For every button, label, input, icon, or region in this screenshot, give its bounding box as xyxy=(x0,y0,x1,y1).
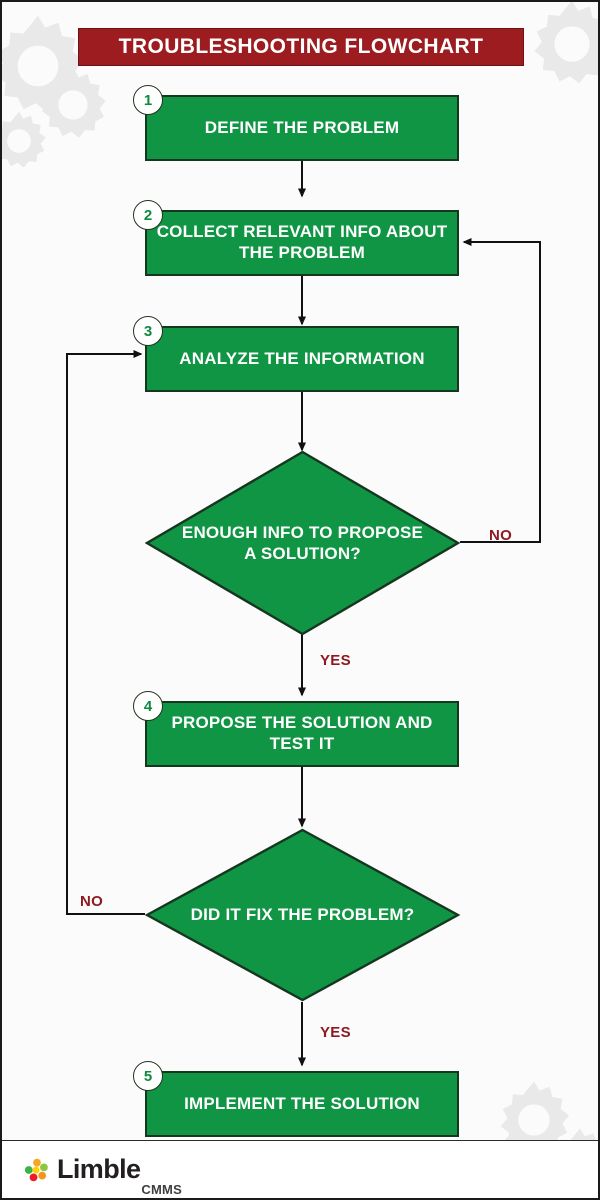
decision-enough-info-shape xyxy=(145,450,460,636)
step-badge-1: 1 xyxy=(133,85,163,115)
edge-decision1-no-to-collect xyxy=(460,238,541,543)
page-title-text: TROUBLESHOOTING FLOWCHART xyxy=(118,35,484,58)
process-box-collect-info-label: COLLECT RELEVANT INFO ABOUT THE PROBLEM xyxy=(156,222,448,262)
decision-enough-info-label: ENOUGH INFO TO PROPOSE A SOLUTION? xyxy=(181,522,424,563)
footer-brand-name: Limble xyxy=(57,1154,141,1184)
step-badge-5-number: 5 xyxy=(143,1067,153,1085)
decision-did-it-fix-shape xyxy=(145,828,460,1002)
step-badge-3-number: 3 xyxy=(143,322,153,340)
process-box-analyze-info-label: ANALYZE THE INFORMATION xyxy=(179,348,425,368)
branch-label-no-left: NO xyxy=(80,893,104,910)
step-badge-4: 4 xyxy=(133,691,163,721)
step-badge-2: 2 xyxy=(133,200,163,230)
process-box-define-problem[interactable]: DEFINE THE PROBLEM xyxy=(145,95,459,161)
process-box-propose-test[interactable]: PROPOSE THE SOLUTION AND TEST IT xyxy=(145,701,459,767)
edge-decision2-no-to-analyze xyxy=(66,350,145,915)
branch-label-no-right: NO xyxy=(489,527,513,544)
step-badge-1-number: 1 xyxy=(143,91,153,109)
decision-did-it-fix-label: DID IT FIX THE PROBLEM? xyxy=(190,905,415,925)
process-box-collect-info[interactable]: COLLECT RELEVANT INFO ABOUT THE PROBLEM xyxy=(145,210,459,276)
step-badge-4-number: 4 xyxy=(143,697,153,715)
process-box-implement-solution[interactable]: IMPLEMENT THE SOLUTION xyxy=(145,1071,459,1137)
footer-bar: Limble CMMS xyxy=(2,1140,598,1198)
decision-did-it-fix[interactable]: DID IT FIX THE PROBLEM? xyxy=(145,828,460,1002)
branch-label-yes-bottom: YES xyxy=(320,1024,351,1041)
footer-product-name: CMMS xyxy=(141,1182,182,1197)
process-box-implement-solution-label: IMPLEMENT THE SOLUTION xyxy=(184,1093,420,1113)
step-badge-2-number: 2 xyxy=(143,206,153,224)
process-box-propose-test-label: PROPOSE THE SOLUTION AND TEST IT xyxy=(171,713,433,753)
limble-logo-icon xyxy=(24,1158,48,1181)
process-box-define-problem-label: DEFINE THE PROBLEM xyxy=(204,117,400,137)
process-box-analyze-info[interactable]: ANALYZE THE INFORMATION xyxy=(145,326,459,392)
decision-enough-info[interactable]: ENOUGH INFO TO PROPOSE A SOLUTION? xyxy=(145,450,460,636)
step-badge-3: 3 xyxy=(133,316,163,346)
branch-label-yes-middle: YES xyxy=(320,652,351,669)
step-badge-5: 5 xyxy=(133,1061,163,1091)
page-title: TROUBLESHOOTING FLOWCHART xyxy=(78,28,524,66)
